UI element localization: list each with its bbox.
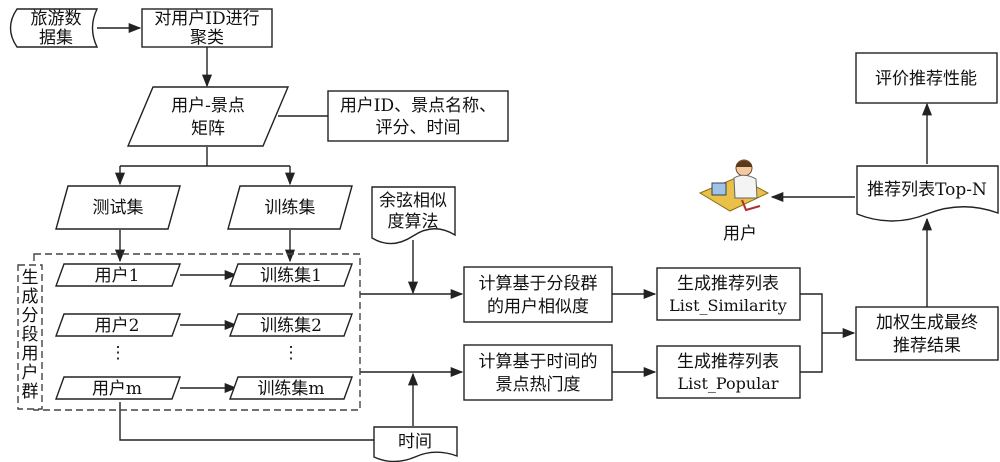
cosine-node: 余弦相似 度算法 [371, 186, 456, 245]
train-set-node: 训练集 [227, 185, 353, 230]
user1-label: 用户1 [95, 266, 140, 286]
cosine-document [371, 186, 456, 245]
calc-similarity-node: 计算基于分段群 的用户相似度 [463, 266, 613, 323]
trainsets-ellipsis: ⋮ [283, 343, 300, 363]
users-ellipsis: ⋮ [110, 343, 127, 363]
trainm-node: 训练集m [229, 376, 353, 400]
chair [741, 199, 761, 212]
list-popular-box [656, 345, 801, 399]
calc-similarity-line-2: 的用户相似度 [487, 297, 589, 317]
userm-label: 用户m [92, 379, 142, 399]
cluster-box [141, 8, 273, 48]
list-popular-line-1: 生成推荐列表 [677, 352, 779, 372]
list-similarity-node: 生成推荐列表 List_Similarity [656, 267, 801, 321]
list-similarity-box [656, 267, 801, 321]
weighted-node: 加权生成最终 推荐结果 [855, 306, 999, 361]
line-lists-join [800, 293, 823, 373]
cluster-line-1: 对用户ID进行 [154, 9, 259, 29]
weighted-line-1: 加权生成最终 [876, 313, 978, 333]
train1-label: 训练集1 [260, 266, 322, 286]
matrix-line-2: 矩阵 [191, 119, 225, 139]
matrix-node: 用户-景点 矩阵 [126, 86, 290, 147]
train2-parallelogram [229, 313, 353, 337]
segment-group-label-line-3: 分 [22, 306, 39, 326]
userm-node: 用户m [55, 376, 181, 400]
segment-group-label-line-6: 户 [22, 363, 39, 383]
segment-group-label-line-5: 用 [22, 344, 39, 364]
segment-group-label: 生 成 分 段 用 户 群 [22, 268, 39, 402]
time-node: 时间 [373, 426, 458, 462]
time-document [373, 426, 458, 462]
user-at-computer-icon [698, 159, 770, 212]
travel-dataset-line-2: 据集 [39, 28, 73, 48]
user-hair [736, 160, 752, 167]
line-userm-to-time [119, 402, 374, 441]
cosine-line-2: 度算法 [388, 212, 439, 232]
evaluate-label: 评价推荐性能 [875, 69, 977, 89]
segment-group-label-line-2: 成 [22, 287, 39, 307]
calc-similarity-box [463, 266, 613, 323]
segment-group-label-line-1: 生 [22, 268, 39, 288]
stored-data-shape [9, 8, 99, 48]
test-set-label: 测试集 [93, 198, 144, 218]
matrix-attrs-line-1: 用户ID、景点名称、 [340, 96, 496, 116]
trainm-label: 训练集m [257, 379, 324, 399]
calc-popularity-line-2: 景点热门度 [496, 375, 581, 395]
calc-similarity-line-1: 计算基于分段群 [479, 274, 598, 294]
train-set-parallelogram [227, 185, 353, 230]
list-similarity-line-2: List_Similarity [669, 296, 787, 315]
cluster-node: 对用户ID进行 聚类 [141, 8, 273, 48]
segment-group-label-box [17, 264, 43, 410]
matrix-attrs-box [327, 90, 509, 142]
list-popular-node: 生成推荐列表 List_Popular [656, 345, 801, 399]
weighted-line-2: 推荐结果 [893, 336, 961, 356]
train-set-label: 训练集 [265, 198, 316, 218]
user2-node: 用户2 [55, 313, 181, 337]
monitor-screen [711, 182, 727, 196]
cosine-line-1: 余弦相似 [379, 191, 447, 211]
cluster-line-2: 聚类 [190, 28, 224, 48]
user2-parallelogram [55, 313, 181, 337]
matrix-attrs-line-2: 评分、时间 [376, 118, 461, 138]
time-label: 时间 [398, 432, 432, 452]
segment-group-label-line-7: 群 [22, 382, 39, 402]
connectors [97, 22, 933, 441]
calc-popularity-line-1: 计算基于时间的 [479, 352, 598, 372]
train2-node: 训练集2 [229, 313, 353, 337]
user1-node: 用户1 [55, 263, 181, 287]
user-body [733, 174, 758, 199]
travel-dataset-node: 旅游数 据集 [9, 8, 99, 48]
user1-parallelogram [55, 263, 181, 287]
list-similarity-line-1: 生成推荐列表 [677, 274, 779, 294]
userm-parallelogram [55, 376, 181, 400]
test-set-parallelogram [55, 185, 181, 230]
train2-label: 训练集2 [260, 316, 322, 336]
calc-popularity-node: 计算基于时间的 景点热门度 [463, 344, 613, 401]
weighted-box [855, 306, 999, 361]
calc-popularity-box [463, 344, 613, 401]
user-label: 用户 [723, 224, 757, 244]
topn-document [856, 165, 999, 222]
topn-node: 推荐列表Top-N [856, 165, 999, 222]
list-popular-line-2: List_Popular [678, 374, 779, 393]
matrix-attrs-node: 用户ID、景点名称、 评分、时间 [327, 90, 509, 142]
train1-node: 训练集1 [229, 263, 353, 287]
topn-label: 推荐列表Top-N [867, 180, 987, 200]
segment-group-label-line-4: 段 [22, 325, 39, 345]
train1-parallelogram [229, 263, 353, 287]
travel-dataset-line-1: 旅游数 [31, 9, 82, 29]
test-set-node: 测试集 [55, 185, 181, 230]
matrix-parallelogram [126, 86, 290, 147]
evaluate-node: 评价推荐性能 [855, 52, 998, 104]
matrix-line-1: 用户-景点 [171, 96, 245, 116]
user2-label: 用户2 [95, 316, 140, 336]
trainm-parallelogram [229, 376, 353, 400]
evaluate-box [855, 52, 998, 104]
